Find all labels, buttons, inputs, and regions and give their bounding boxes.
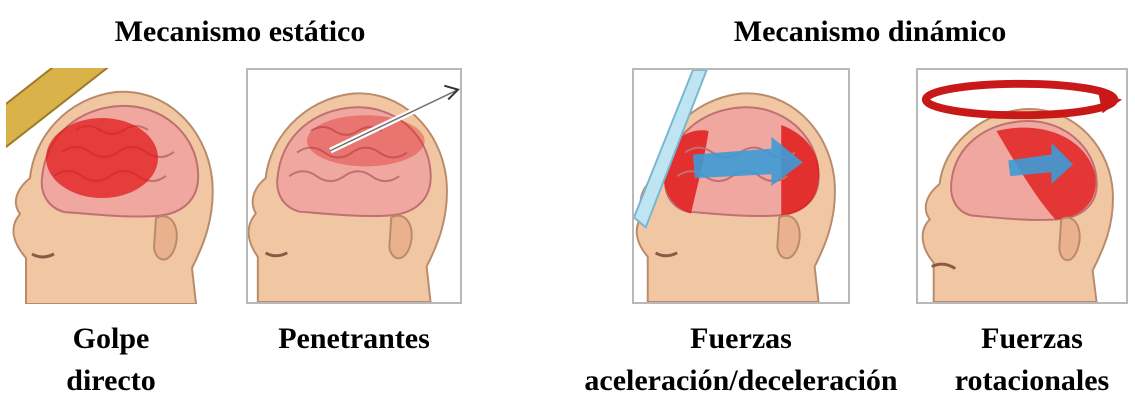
caption-rotational-line1: Fuerzas bbox=[932, 318, 1132, 360]
ear bbox=[389, 216, 411, 259]
ear bbox=[777, 216, 799, 259]
caption-acceleration-deceleration: Fuerzas aceleración/deceleración bbox=[554, 318, 928, 402]
panel-direct-blow bbox=[6, 68, 220, 304]
caption-direct-blow-line2: directo bbox=[16, 360, 206, 402]
caption-penetrating: Penetrantes bbox=[246, 318, 462, 360]
caption-acceleration-line2: aceleración/deceleración bbox=[554, 360, 928, 402]
illustration-rotational bbox=[918, 70, 1126, 302]
caption-direct-blow: Golpe directo bbox=[16, 318, 206, 402]
panel-penetrating bbox=[246, 68, 462, 304]
illustration-acceleration-deceleration bbox=[634, 70, 848, 302]
caption-rotational-line2: rotacionales bbox=[932, 360, 1132, 402]
penetration-injury-area bbox=[307, 115, 425, 166]
illustration-direct-blow bbox=[6, 68, 220, 304]
rotation-arrow-head bbox=[1099, 94, 1123, 114]
impact-injury-area bbox=[46, 118, 158, 198]
panel-acceleration-deceleration bbox=[632, 68, 850, 304]
heading-dynamic-mechanism: Mecanismo dinámico bbox=[680, 12, 1060, 52]
ear bbox=[154, 216, 177, 259]
caption-acceleration-line1: Fuerzas bbox=[554, 318, 928, 360]
caption-rotational: Fuerzas rotacionales bbox=[932, 318, 1132, 402]
caption-direct-blow-line1: Golpe bbox=[16, 318, 206, 360]
panel-rotational bbox=[916, 68, 1128, 304]
caption-penetrating-line1: Penetrantes bbox=[246, 318, 462, 360]
heading-static-mechanism: Mecanismo estático bbox=[60, 12, 420, 52]
illustration-penetrating bbox=[248, 70, 460, 302]
